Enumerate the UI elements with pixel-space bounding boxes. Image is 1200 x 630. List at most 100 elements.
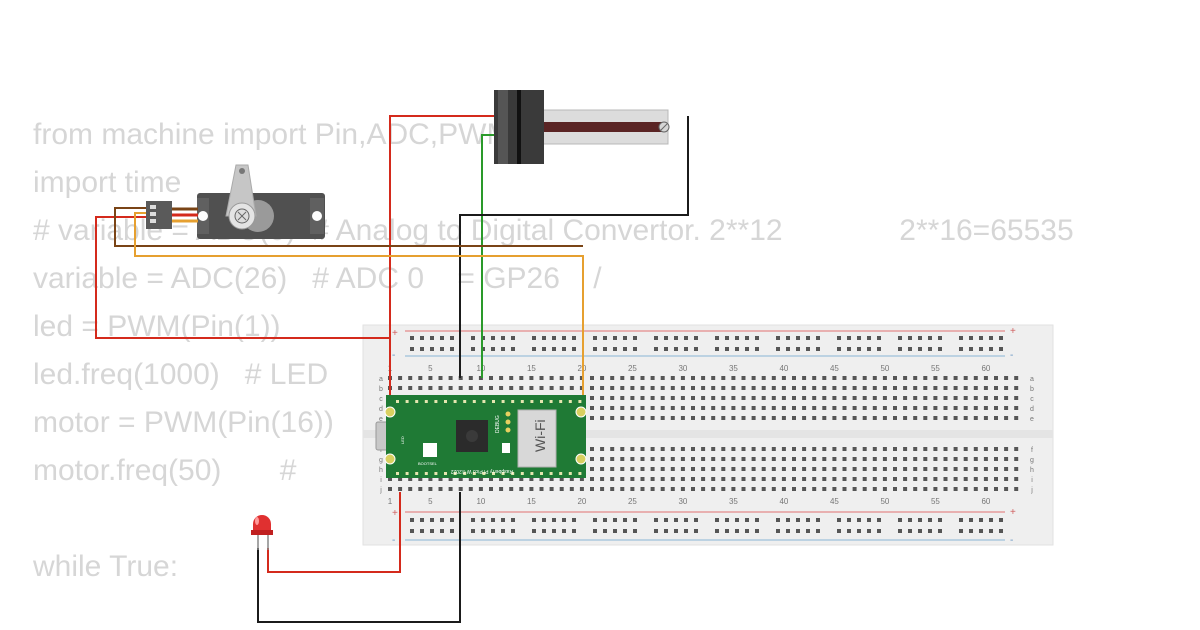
breadboard-hole[interactable] bbox=[721, 447, 726, 451]
breadboard-hole[interactable] bbox=[600, 487, 605, 491]
breadboard-hole[interactable] bbox=[903, 487, 908, 491]
breadboard-hole[interactable] bbox=[792, 487, 796, 491]
breadboard-hole[interactable] bbox=[569, 386, 574, 390]
breadboard-hole[interactable] bbox=[660, 406, 665, 410]
breadboard-hole[interactable] bbox=[559, 477, 564, 481]
breadboard-hole[interactable] bbox=[721, 477, 726, 481]
breadboard-hole[interactable] bbox=[711, 396, 716, 400]
breadboard-hole[interactable] bbox=[458, 487, 463, 491]
breadboard-hole[interactable] bbox=[953, 487, 958, 491]
breadboard-hole[interactable] bbox=[603, 347, 607, 351]
breadboard-hole[interactable] bbox=[832, 487, 837, 491]
breadboard-hole[interactable] bbox=[509, 487, 514, 491]
breadboard-hole[interactable] bbox=[792, 376, 796, 380]
breadboard-hole[interactable] bbox=[660, 487, 665, 491]
breadboard-hole[interactable] bbox=[562, 529, 566, 533]
breadboard-hole[interactable] bbox=[847, 529, 851, 533]
breadboard-hole[interactable] bbox=[620, 396, 625, 400]
breadboard-hole[interactable] bbox=[650, 477, 655, 481]
breadboard-hole[interactable] bbox=[802, 386, 807, 390]
breadboard-hole[interactable] bbox=[862, 487, 867, 491]
breadboard-hole[interactable] bbox=[600, 467, 605, 471]
breadboard-hole[interactable] bbox=[664, 336, 668, 340]
breadboard-hole[interactable] bbox=[660, 457, 665, 461]
breadboard-hole[interactable] bbox=[969, 347, 973, 351]
breadboard-hole[interactable] bbox=[610, 477, 615, 481]
breadboard-hole[interactable] bbox=[872, 376, 877, 380]
breadboard-hole[interactable] bbox=[640, 457, 645, 461]
breadboard-hole[interactable] bbox=[674, 518, 678, 522]
breadboard-hole[interactable] bbox=[786, 529, 790, 533]
breadboard-hole[interactable] bbox=[751, 477, 756, 481]
breadboard-hole[interactable] bbox=[532, 336, 536, 340]
breadboard-hole[interactable] bbox=[898, 529, 902, 533]
wire-black-slider[interactable] bbox=[459, 116, 689, 378]
breadboard-hole[interactable] bbox=[898, 347, 902, 351]
breadboard-hole[interactable] bbox=[654, 336, 658, 340]
breadboard-hole[interactable] bbox=[701, 477, 706, 481]
breadboard-hole[interactable] bbox=[933, 396, 938, 400]
breadboard-hole[interactable] bbox=[420, 518, 424, 522]
breadboard-hole[interactable] bbox=[741, 447, 746, 451]
breadboard-hole[interactable] bbox=[572, 336, 576, 340]
breadboard-hole[interactable] bbox=[1004, 386, 1009, 390]
wire-red-servo[interactable] bbox=[95, 216, 390, 339]
breadboard-hole[interactable] bbox=[450, 347, 454, 351]
breadboard-hole[interactable] bbox=[610, 396, 615, 400]
breadboard-hole[interactable] bbox=[751, 396, 756, 400]
breadboard-hole[interactable] bbox=[913, 487, 918, 491]
breadboard-hole[interactable] bbox=[751, 376, 756, 380]
breadboard-hole[interactable] bbox=[660, 416, 665, 420]
breadboard-hole[interactable] bbox=[755, 347, 759, 351]
breadboard-hole[interactable] bbox=[969, 529, 973, 533]
breadboard-hole[interactable] bbox=[408, 487, 413, 491]
breadboard-hole[interactable] bbox=[610, 447, 615, 451]
breadboard-hole[interactable] bbox=[913, 376, 918, 380]
breadboard-hole[interactable] bbox=[670, 487, 675, 491]
breadboard-hole[interactable] bbox=[953, 477, 958, 481]
breadboard-hole[interactable] bbox=[852, 467, 857, 471]
breadboard-hole[interactable] bbox=[691, 406, 695, 410]
breadboard-hole[interactable] bbox=[751, 386, 756, 390]
breadboard-hole[interactable] bbox=[882, 416, 887, 420]
breadboard-hole[interactable] bbox=[882, 467, 887, 471]
breadboard-hole[interactable] bbox=[684, 347, 688, 351]
breadboard-hole[interactable] bbox=[923, 406, 928, 410]
breadboard-hole[interactable] bbox=[650, 376, 655, 380]
breadboard-hole[interactable] bbox=[478, 477, 483, 481]
breadboard-hole[interactable] bbox=[816, 347, 820, 351]
breadboard-hole[interactable] bbox=[1004, 416, 1009, 420]
breadboard-hole[interactable] bbox=[579, 487, 584, 491]
breadboard-hole[interactable] bbox=[725, 347, 729, 351]
breadboard-hole[interactable] bbox=[973, 487, 978, 491]
breadboard-hole[interactable] bbox=[654, 347, 658, 351]
breadboard-hole[interactable] bbox=[796, 336, 800, 340]
breadboard-hole[interactable] bbox=[903, 467, 908, 471]
breadboard-hole[interactable] bbox=[796, 529, 800, 533]
breadboard-hole[interactable] bbox=[593, 336, 597, 340]
breadboard-hole[interactable] bbox=[572, 529, 576, 533]
breadboard-hole[interactable] bbox=[489, 477, 493, 481]
breadboard-hole[interactable] bbox=[781, 447, 786, 451]
breadboard-hole[interactable] bbox=[600, 457, 605, 461]
breadboard-hole[interactable] bbox=[781, 386, 786, 390]
breadboard-hole[interactable] bbox=[701, 457, 706, 461]
breadboard-hole[interactable] bbox=[735, 518, 739, 522]
breadboard-hole[interactable] bbox=[735, 347, 739, 351]
breadboard-hole[interactable] bbox=[664, 529, 668, 533]
breadboard-hole[interactable] bbox=[721, 396, 726, 400]
breadboard-hole[interactable] bbox=[711, 467, 716, 471]
breadboard-hole[interactable] bbox=[398, 376, 403, 380]
breadboard-hole[interactable] bbox=[877, 347, 881, 351]
breadboard-hole[interactable] bbox=[670, 376, 675, 380]
breadboard-hole[interactable] bbox=[711, 406, 716, 410]
breadboard-hole[interactable] bbox=[745, 336, 749, 340]
breadboard-hole[interactable] bbox=[882, 487, 887, 491]
breadboard-hole[interactable] bbox=[731, 406, 736, 410]
breadboard-hole[interactable] bbox=[812, 487, 817, 491]
breadboard-hole[interactable] bbox=[539, 376, 544, 380]
breadboard-hole[interactable] bbox=[755, 529, 759, 533]
breadboard-hole[interactable] bbox=[802, 487, 807, 491]
breadboard-hole[interactable] bbox=[603, 518, 607, 522]
breadboard-hole[interactable] bbox=[418, 376, 423, 380]
